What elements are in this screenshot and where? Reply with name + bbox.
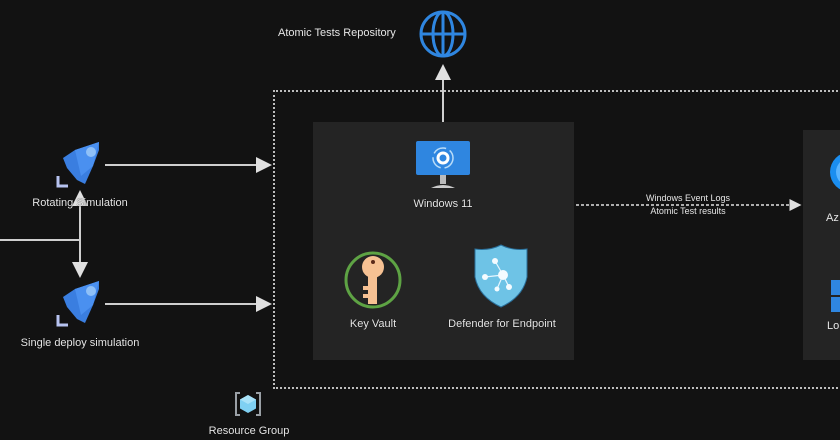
- defender-label: Defender for Endpoint: [448, 318, 556, 330]
- right-top-label: Az: [826, 212, 839, 224]
- windows-11-label: Windows 11: [413, 198, 473, 210]
- single-deploy-label: Single deploy simulation: [20, 337, 140, 349]
- vm-monitor-icon: [416, 141, 470, 188]
- resource-group-label: Resource Group: [208, 425, 290, 437]
- key-icon: [344, 251, 402, 309]
- log-analytics-icon[interactable]: [831, 280, 840, 314]
- windows-11-node[interactable]: [415, 140, 471, 192]
- defender-node[interactable]: [473, 243, 529, 309]
- shield-icon: [474, 244, 528, 308]
- right-bottom-label: Lo: [827, 320, 840, 332]
- resource-group-boundary: [273, 90, 840, 389]
- resource-group-icon: [234, 391, 262, 417]
- key-vault-label: Key Vault: [349, 318, 397, 330]
- logs-flow-label-2: Atomic Test results: [650, 206, 726, 216]
- rotating-simulation-label: Rotating Simulation: [32, 197, 128, 209]
- globe-icon[interactable]: [418, 9, 468, 59]
- logs-flow-label-1: Windows Event Logs: [645, 193, 731, 203]
- azure-monitor-icon[interactable]: [828, 150, 840, 194]
- rotating-simulation-node[interactable]: [55, 140, 105, 190]
- single-deploy-node[interactable]: [55, 279, 105, 329]
- rocket-icon: [56, 281, 99, 327]
- atomic-repo-label: Atomic Tests Repository: [278, 27, 396, 39]
- rocket-icon: [56, 142, 99, 188]
- key-vault-node[interactable]: [343, 250, 403, 310]
